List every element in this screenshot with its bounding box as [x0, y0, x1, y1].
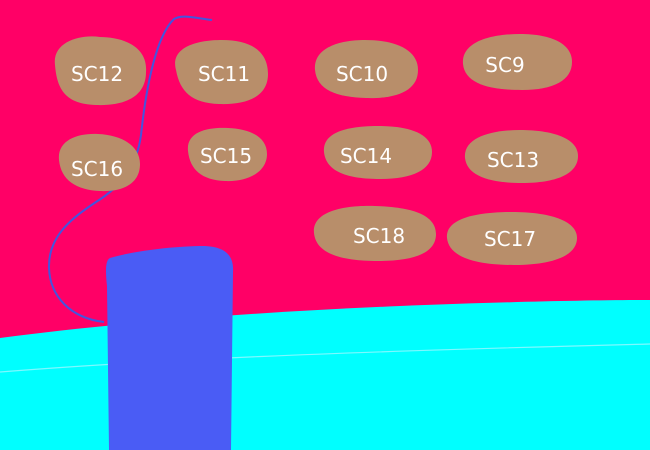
- blob-shape: [323, 126, 432, 179]
- blob-shape: [446, 212, 577, 265]
- blob-shape: [313, 205, 436, 261]
- blob-label-sc18: SC18: [353, 224, 405, 248]
- blob-label-sc10: SC10: [336, 62, 388, 86]
- blob-label-sc14: SC14: [340, 144, 392, 168]
- blob-label-sc16: SC16: [71, 157, 123, 181]
- blob-sc9: SC9: [462, 34, 572, 90]
- blob-sc10: SC10: [314, 40, 418, 99]
- blob-label-sc9: SC9: [485, 53, 524, 77]
- tower-block: [106, 246, 234, 450]
- blob-shape: [175, 40, 268, 105]
- blob-label-sc11: SC11: [198, 62, 250, 86]
- blob-shape: [58, 133, 140, 192]
- blob-label-sc12: SC12: [71, 62, 123, 86]
- blob-sc16: SC16: [58, 133, 140, 192]
- blob-label-sc17: SC17: [484, 227, 536, 251]
- blob-sc18: SC18: [313, 205, 436, 261]
- blob-label-sc13: SC13: [487, 148, 539, 172]
- blob-shape: [187, 127, 267, 182]
- blob-sc12: SC12: [54, 36, 147, 106]
- blob-sc15: SC15: [187, 127, 267, 182]
- blob-sc17: SC17: [446, 212, 577, 265]
- blob-label-sc15: SC15: [200, 144, 252, 168]
- blob-shape: [54, 36, 147, 106]
- blob-sc11: SC11: [175, 40, 268, 105]
- blob-sc14: SC14: [323, 126, 432, 179]
- blob-shape: [314, 40, 418, 99]
- blob-sc13: SC13: [464, 130, 578, 183]
- blob-shape: [462, 34, 572, 90]
- blob-shape: [464, 130, 578, 183]
- water-line: [0, 343, 650, 373]
